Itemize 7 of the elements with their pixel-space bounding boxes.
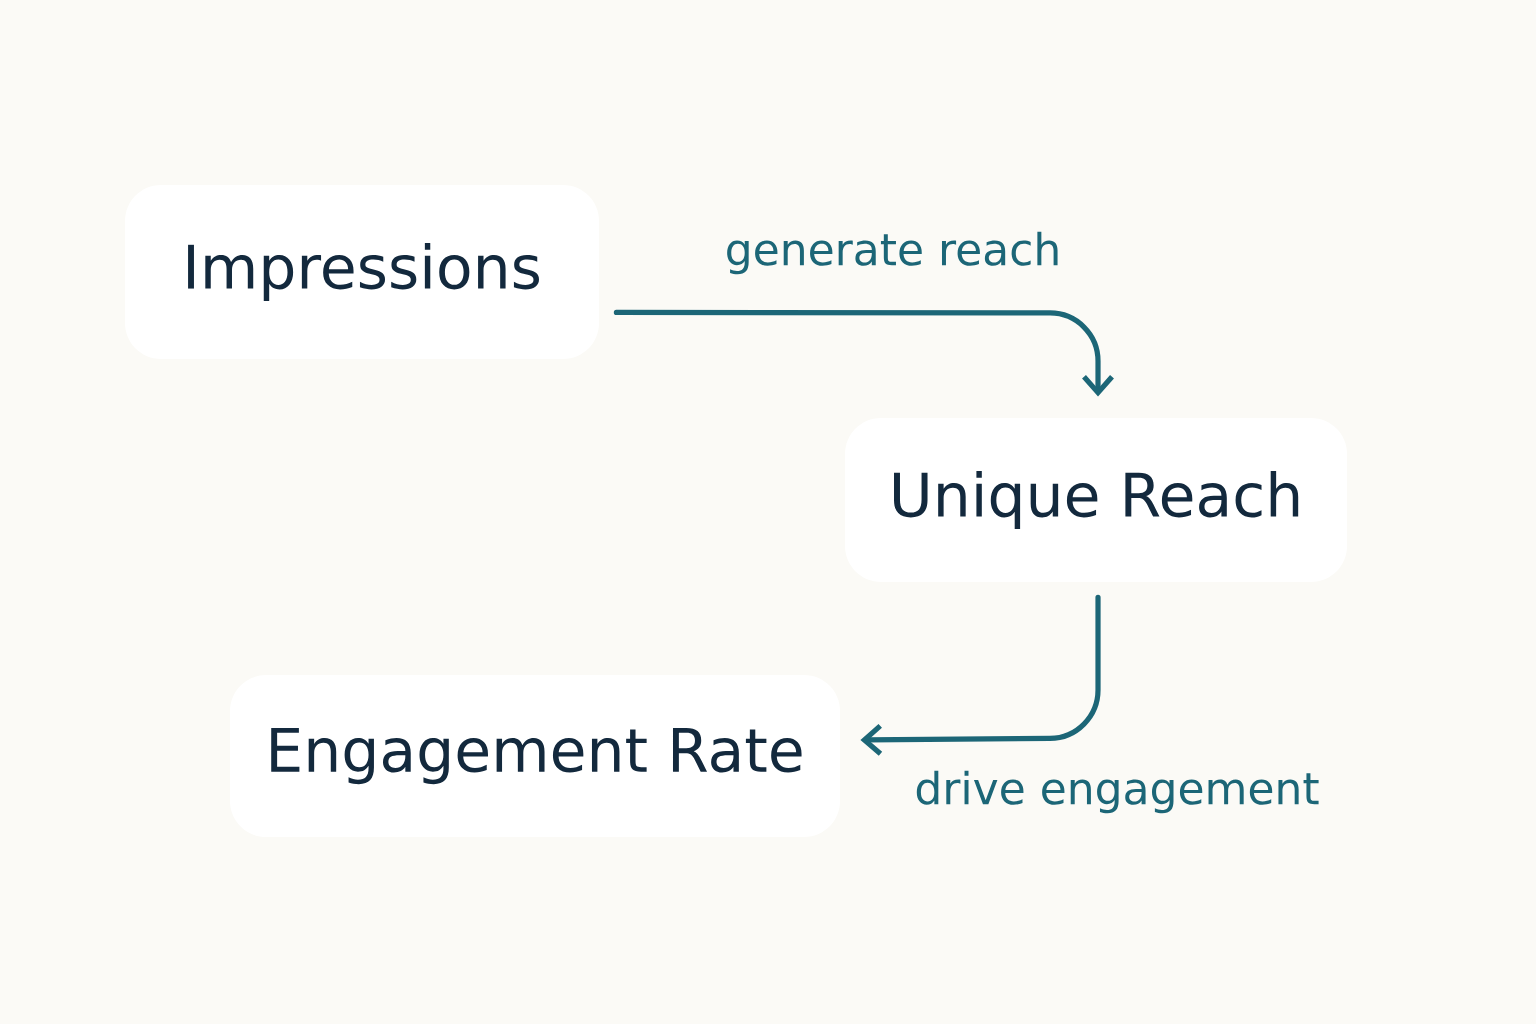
edge-label: generate reach	[727, 231, 1058, 275]
arrow	[613, 309, 1114, 397]
process-box: Unique Reach	[845, 418, 1347, 582]
process-box: Engagement Rate	[230, 675, 840, 837]
edge-label: drive engagement	[916, 770, 1319, 814]
process-box: Impressions	[125, 185, 599, 359]
arrow	[860, 594, 1101, 756]
